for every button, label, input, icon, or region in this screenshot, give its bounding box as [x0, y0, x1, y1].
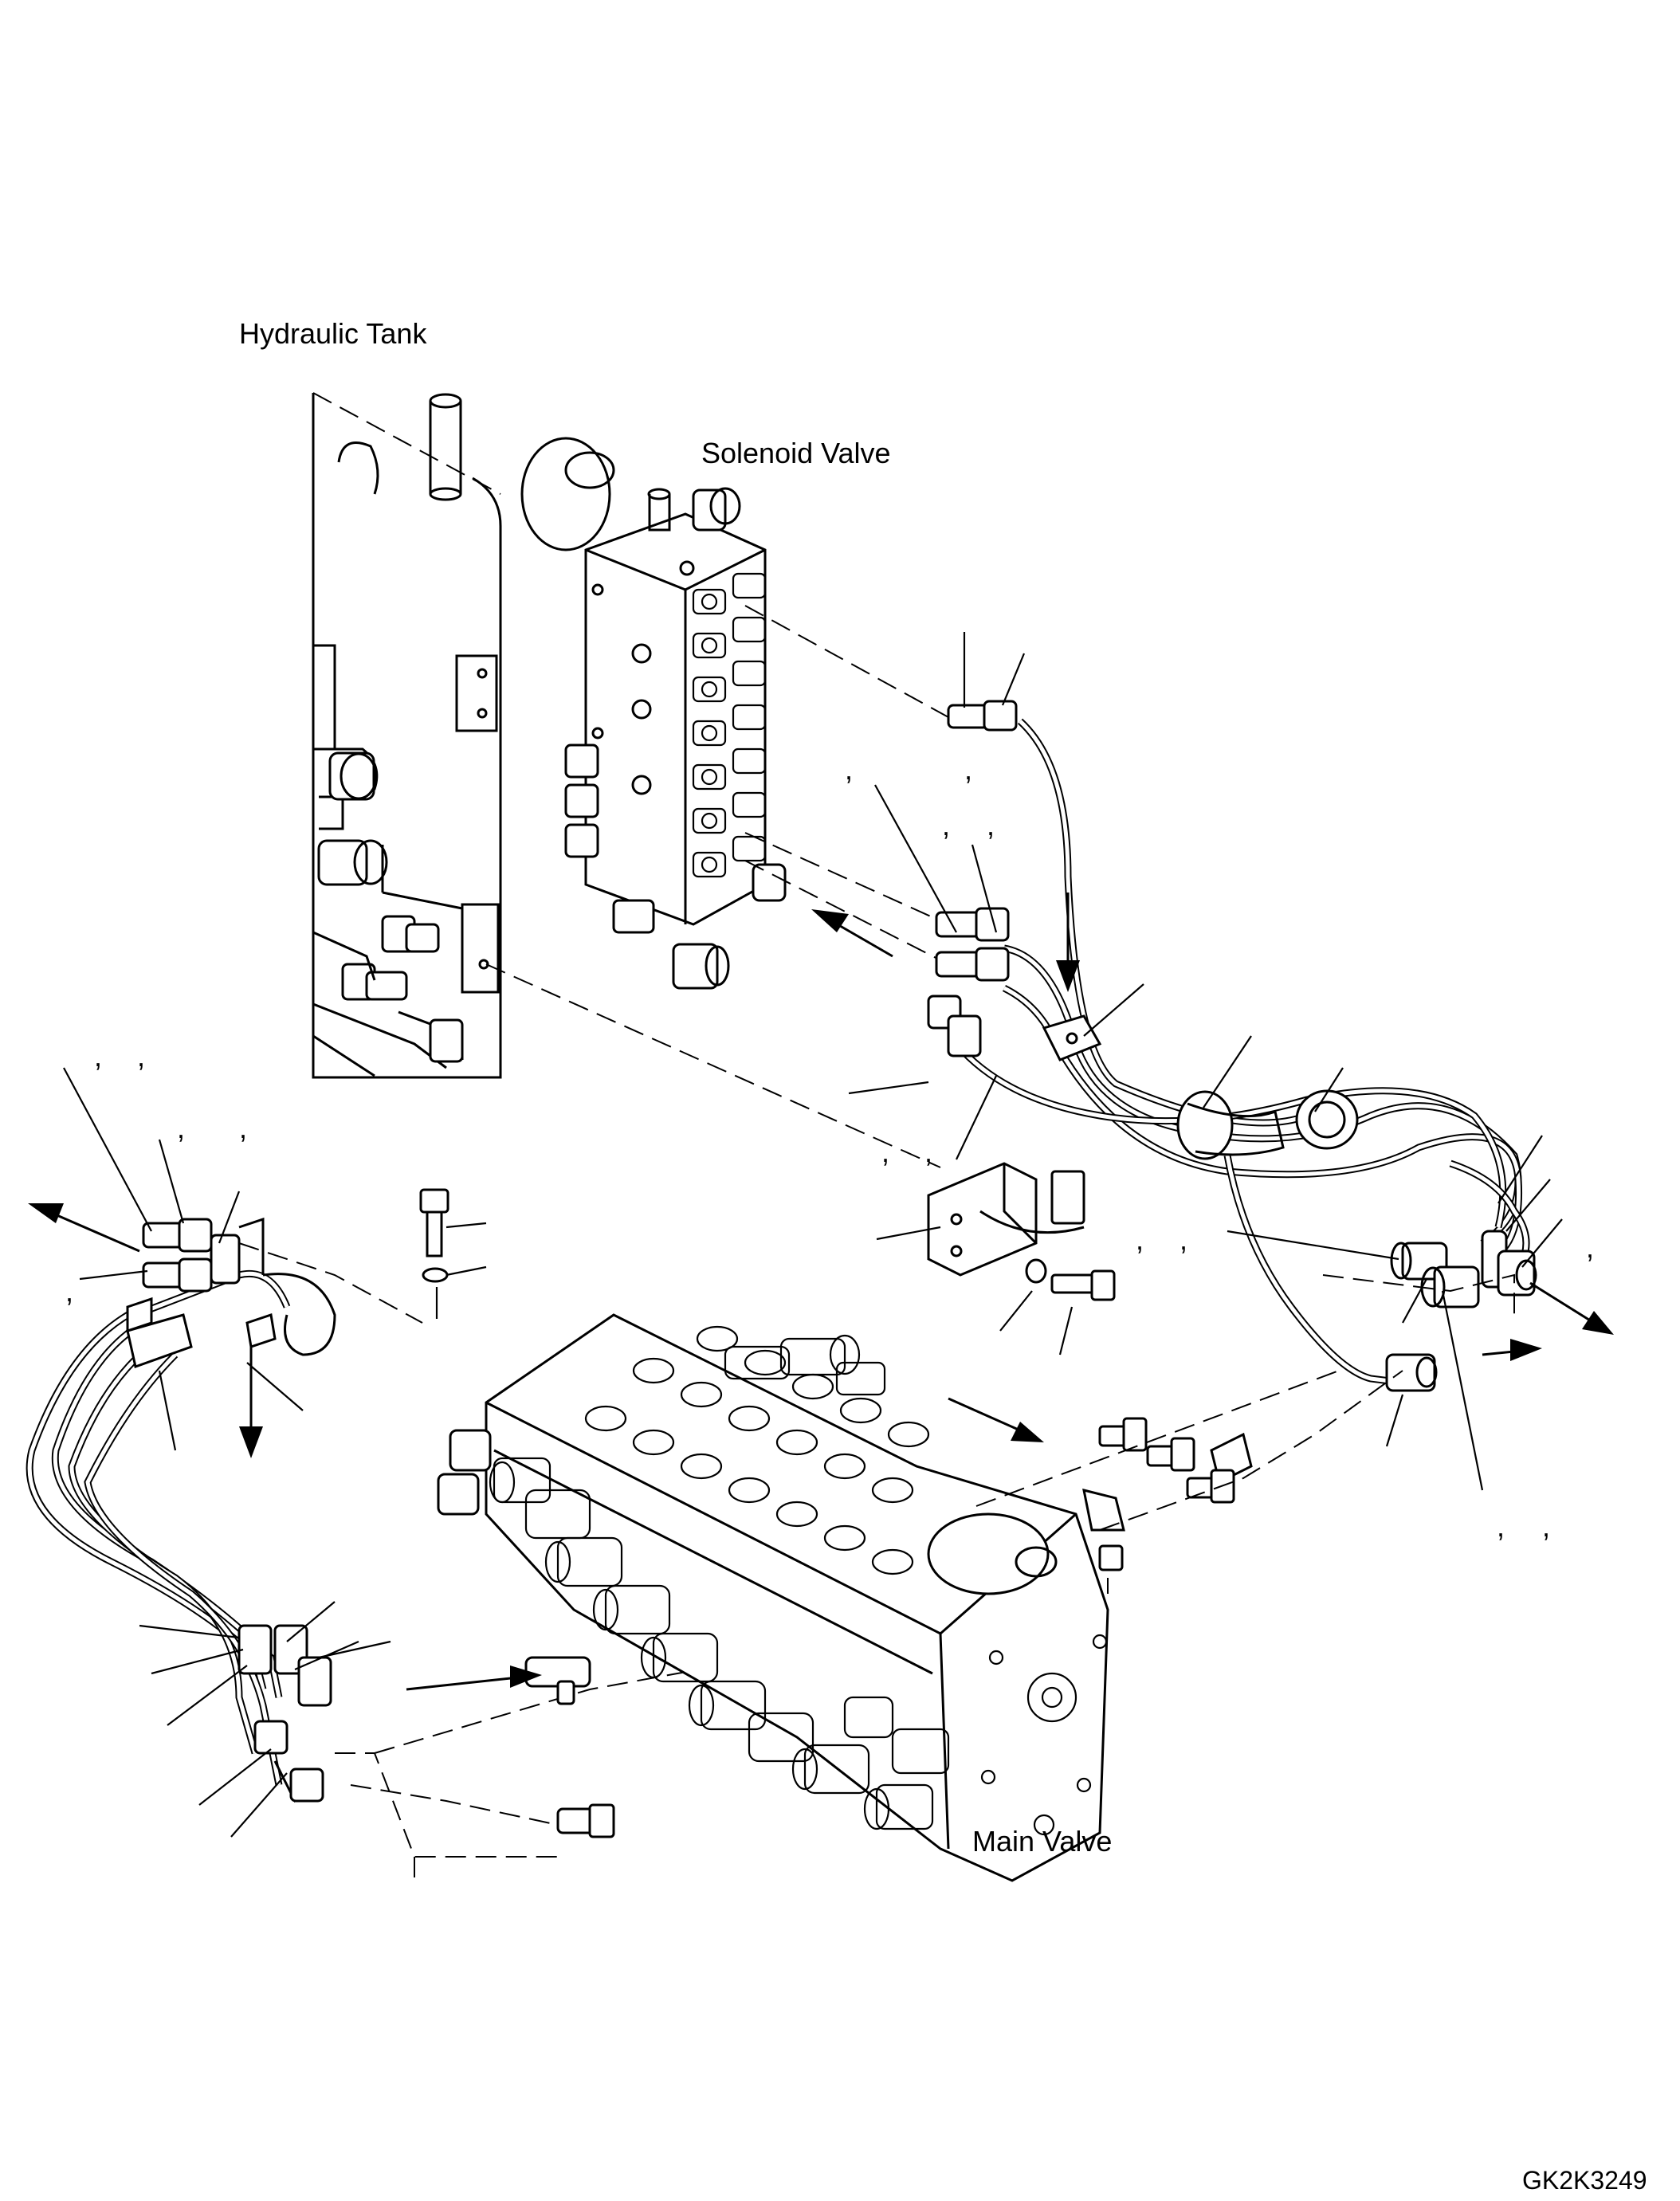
hydraulic-tank-label: Hydraulic Tank [239, 317, 427, 350]
callout-leaders [63, 632, 1563, 1838]
callout-comma: , [239, 1112, 248, 1144]
callout-comma: , [1180, 1223, 1188, 1256]
hose-harness-right [927, 700, 1537, 1392]
callout-comma: , [137, 1040, 146, 1073]
callout-comma: , [1542, 1510, 1551, 1543]
callout-comma: , [94, 1040, 103, 1073]
callout-comma: , [987, 809, 995, 842]
callout-comma: , [881, 1136, 890, 1168]
support-bracket [927, 1162, 1085, 1277]
callout-comma: , [845, 753, 854, 786]
main-valve [437, 1313, 1109, 1882]
callout-comma: , [924, 1136, 933, 1168]
hose-assembly-left [26, 1217, 336, 1803]
main-valve-fittings [524, 1417, 1253, 1838]
callout-comma: , [1586, 1231, 1595, 1264]
hydraulic-tank [312, 392, 502, 1079]
callout-comma: , [942, 809, 951, 842]
callout-comma: , [964, 753, 973, 786]
solenoid-valve [520, 437, 787, 990]
main-valve-label: Main Valve [972, 1825, 1113, 1858]
callout-comma: , [1497, 1510, 1505, 1543]
callout-comma: , [65, 1275, 74, 1308]
callout-comma: , [177, 1112, 186, 1144]
callout-comma: , [1136, 1223, 1144, 1256]
solenoid-valve-label: Solenoid Valve [701, 437, 891, 469]
drawing-code-label: GK2K3249 [1522, 2166, 1647, 2195]
